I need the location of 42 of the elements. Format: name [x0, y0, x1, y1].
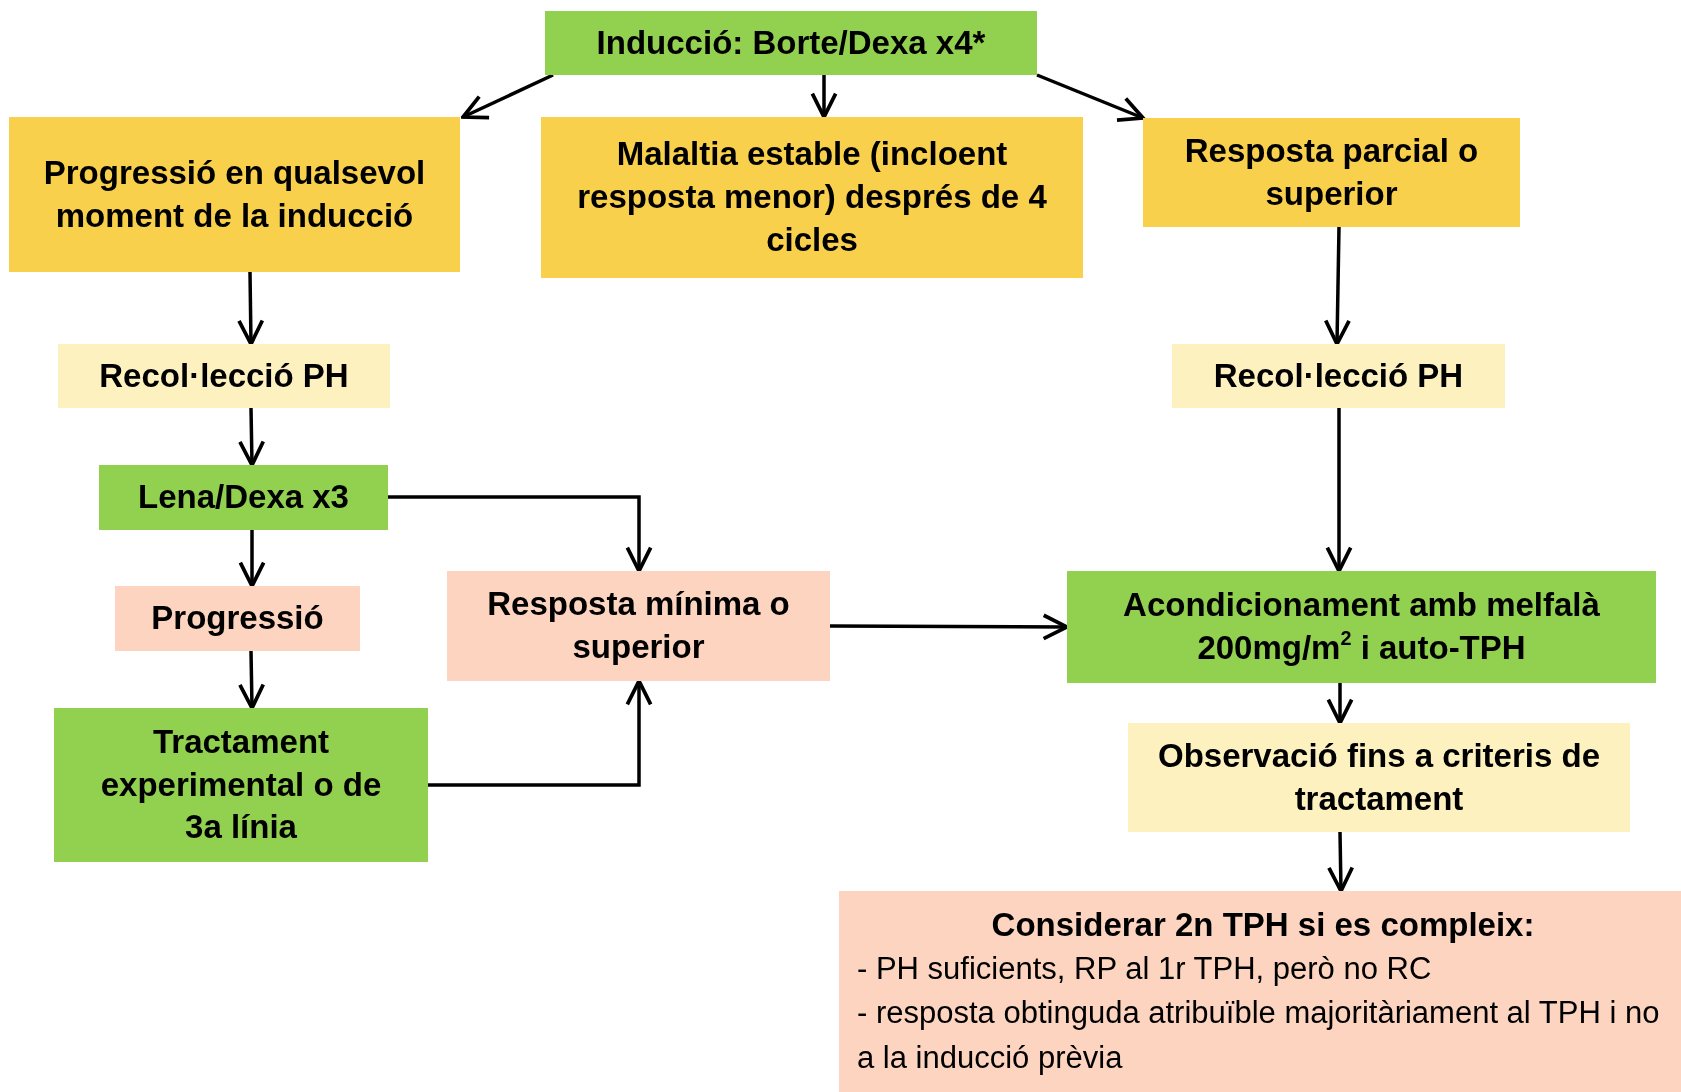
process-box	[1143, 118, 1520, 227]
box-text: Lena/Dexa x3	[138, 477, 349, 518]
box-text: Inducció: Borte/Dexa x4*	[596, 22, 986, 63]
arrow	[810, 75, 838, 119]
box-text: Recol·lecció PH	[99, 355, 349, 396]
process-box	[99, 465, 388, 530]
box-text: Resposta mínima o superior	[486, 584, 791, 667]
process-box	[54, 708, 428, 862]
arrow	[237, 271, 265, 346]
process-box	[115, 586, 360, 651]
box-text: Malaltia estable (incloent resposta menor) després de 4 cicles	[576, 134, 1048, 260]
arrow	[388, 495, 653, 573]
box-text: Progressió	[151, 598, 324, 639]
process-box	[447, 571, 830, 681]
box-text: Progressió en qualsevol moment de la inducció	[42, 152, 427, 236]
arrow	[238, 407, 266, 467]
process-box	[1172, 344, 1505, 408]
box-text: Recol·lecció PH	[1213, 355, 1464, 396]
box-text: Resposta parcial o superior	[1183, 130, 1480, 214]
bullet-text: - PH suficients, RP al 1r TPH, però no RC	[857, 949, 1433, 988]
arrow	[1325, 408, 1353, 573]
process-box	[1067, 571, 1656, 683]
process-box	[545, 11, 1037, 75]
arrow	[428, 679, 653, 787]
process-box	[839, 891, 1681, 1092]
box-text: Acondicionament amb melfalà 200mg/m$^{2}$ i auto-TPH	[1122, 585, 1601, 668]
arrow	[238, 650, 266, 710]
process-box	[9, 117, 460, 272]
arrow	[1036, 73, 1145, 122]
arrow	[1323, 226, 1351, 346]
arrow	[1327, 831, 1355, 893]
process-box	[541, 117, 1083, 278]
arrow	[830, 613, 1069, 641]
box-text: Tractament experimental o de 3a línia	[99, 721, 383, 848]
arrow	[461, 73, 554, 120]
process-box	[1128, 723, 1630, 832]
process-box	[58, 344, 390, 408]
box-heading: Considerar 2n TPH si es compleix:	[990, 904, 1536, 945]
box-text: Observació fins a criteris de tractament	[1156, 735, 1601, 819]
arrow	[1326, 683, 1354, 725]
arrow	[238, 530, 266, 588]
bullet-text: - resposta obtinguda atribuïble majoritàriament al TPH i no a la inducció prèvia	[857, 994, 1661, 1078]
